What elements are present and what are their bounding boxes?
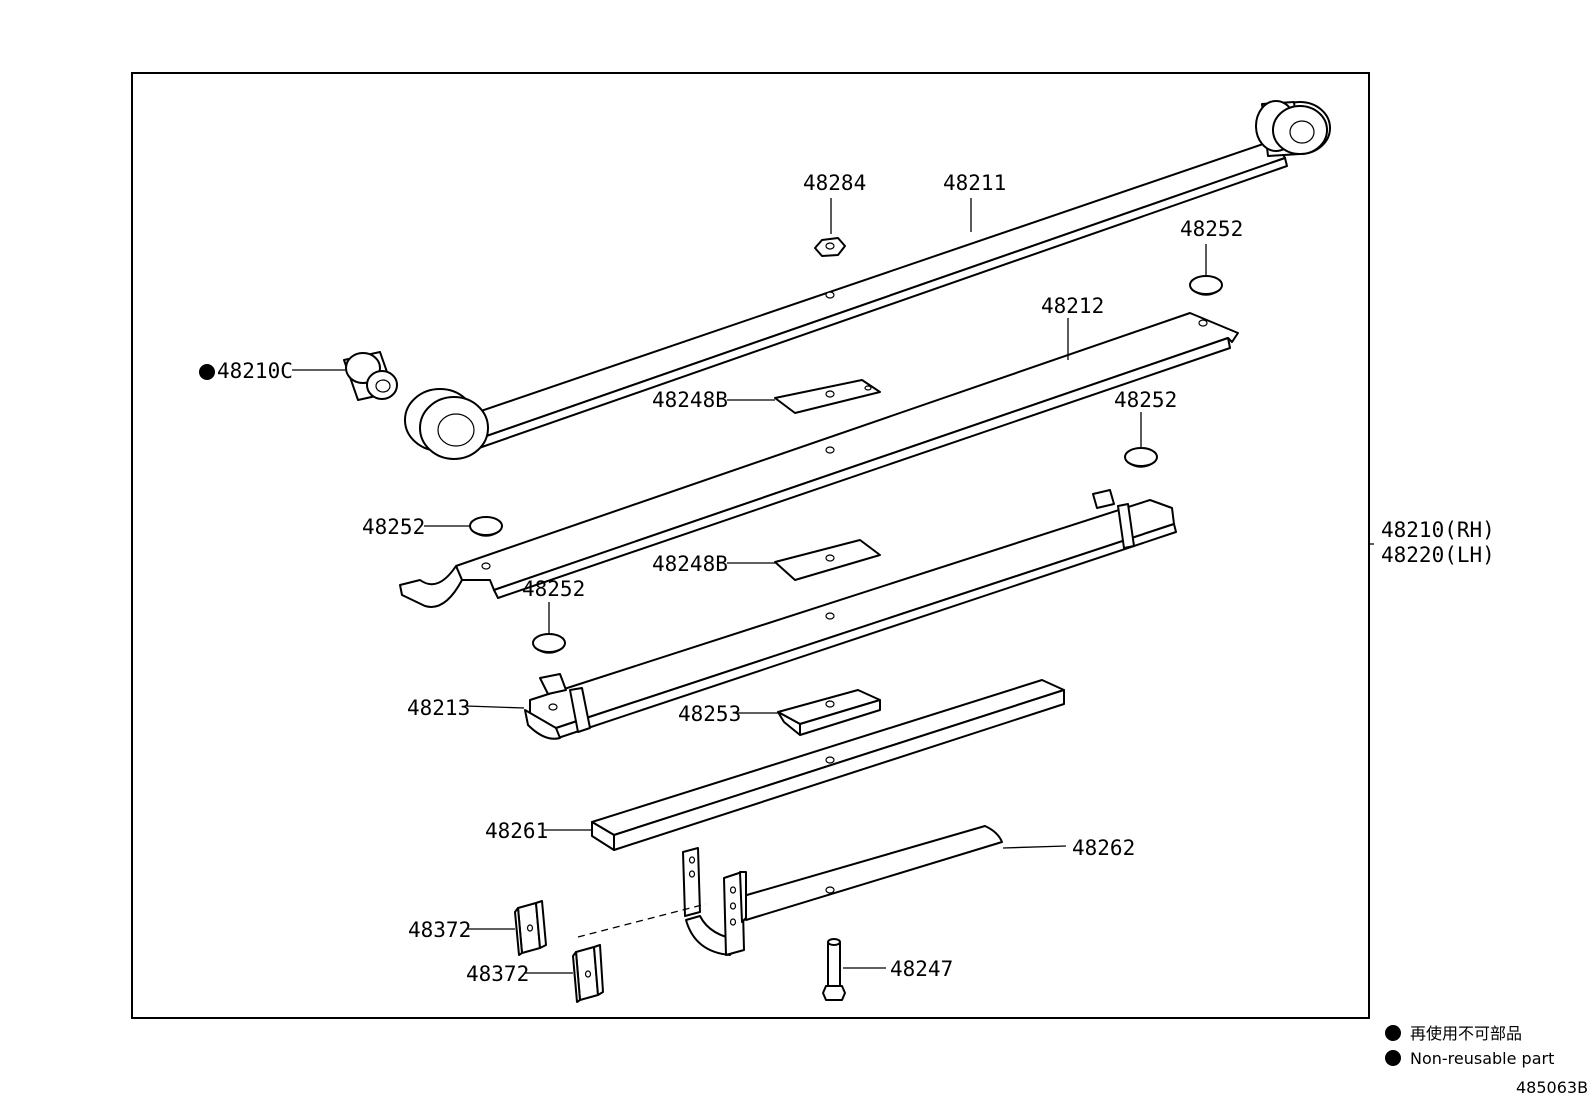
spacer-48253 (777, 689, 881, 736)
label-48247: 48247 (890, 957, 953, 981)
label-48252-c: 48252 (362, 515, 425, 539)
label-48252-d: 48252 (522, 577, 585, 601)
label-48210-rh: 48210(RH) (1381, 518, 1495, 542)
label-48248b-upper: 48248B (652, 388, 728, 412)
legend-japanese-text: 再使用不可部品 (1410, 1024, 1522, 1043)
third-leaf-48213 (524, 489, 1177, 740)
bushing-48210c (343, 351, 398, 401)
flat-leaf-48261 (591, 679, 1065, 851)
label-48372-lower: 48372 (466, 962, 529, 986)
pad-48252-c (469, 516, 503, 537)
label-48253: 48253 (678, 702, 741, 726)
alignment-dashed-line (577, 903, 707, 938)
plate-48248b-lower (774, 539, 881, 581)
clip-48372-lower (572, 944, 604, 1003)
label-48212: 48212 (1041, 294, 1104, 318)
nut-48284 (814, 237, 846, 257)
plate-48248b-upper (774, 379, 881, 414)
pad-48252-d (532, 633, 566, 654)
label-48252-b: 48252 (1114, 388, 1177, 412)
label-48213: 48213 (407, 696, 470, 720)
clip-48372-upper (514, 900, 547, 956)
pad-48252-a (1189, 275, 1223, 296)
bolt-48247 (822, 938, 846, 1001)
non-reusable-bullet-icon (199, 364, 215, 380)
tapered-leaf-48262 (682, 825, 1003, 956)
label-48284: 48284 (803, 171, 866, 195)
pad-48252-b (1124, 447, 1158, 468)
diagram-frame (131, 72, 1370, 1019)
legend-english-text: Non-reusable part (1410, 1049, 1554, 1068)
leader-lines (292, 198, 1374, 974)
label-48220-lh: 48220(LH) (1381, 543, 1495, 567)
label-48252-a: 48252 (1180, 217, 1243, 241)
legend-bullet-icon-jp (1385, 1025, 1401, 1041)
legend-bullet-icon-en (1385, 1050, 1401, 1066)
diagram-id: 485063B (1516, 1078, 1588, 1097)
second-leaf-48212 (399, 312, 1239, 608)
label-48211: 48211 (943, 171, 1006, 195)
main-leaf-48211 (404, 100, 1331, 460)
label-48262: 48262 (1072, 836, 1135, 860)
label-48261: 48261 (485, 819, 548, 843)
legend: 再使用不可部品 Non-reusable part (1385, 1024, 1554, 1068)
label-48248b-lower: 48248B (652, 552, 728, 576)
label-48210c: 48210C (217, 359, 293, 383)
label-48372-upper: 48372 (408, 918, 471, 942)
